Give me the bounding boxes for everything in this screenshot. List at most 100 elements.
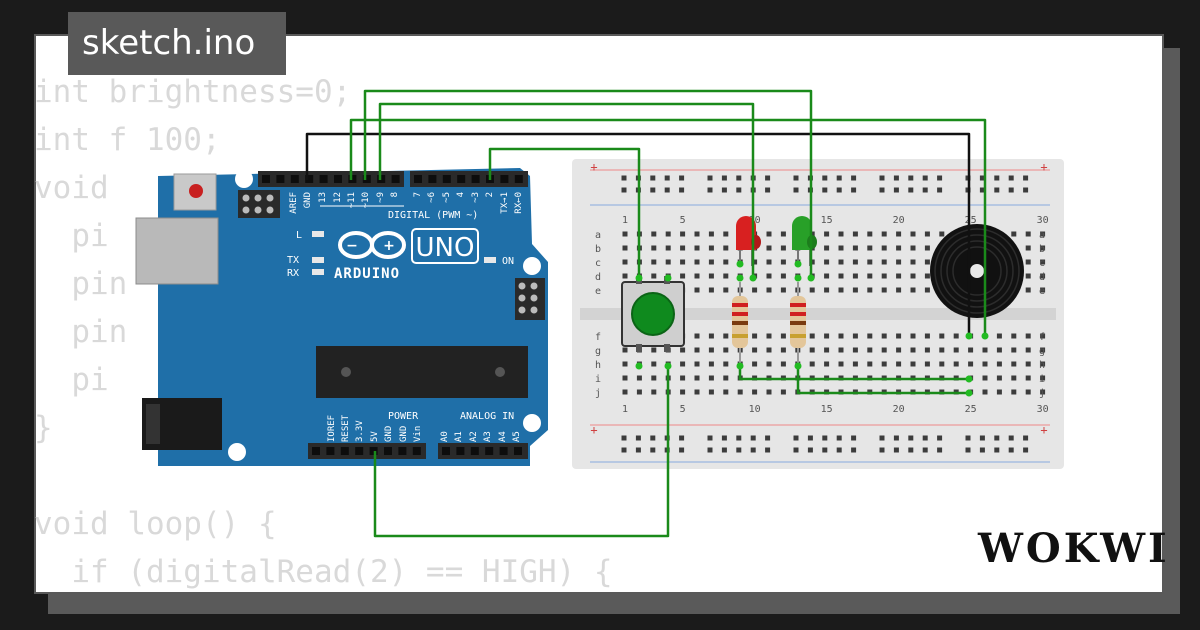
breadboard-hole: [852, 259, 858, 265]
rail-hole: [922, 175, 928, 181]
code-line: pin: [34, 266, 128, 302]
buzzer-ring: [952, 246, 1002, 296]
reset-button-cap[interactable]: [189, 184, 203, 198]
breadboard-hole: [867, 333, 873, 339]
rail-hole: [793, 175, 799, 181]
rail-hole: [836, 187, 842, 193]
breadboard-hole: [622, 245, 628, 251]
led-rx-label: RX: [287, 268, 299, 279]
wire-endpoint: [635, 362, 643, 370]
rail-hole: [908, 447, 914, 453]
wire-pin10-to-green-led[interactable]: [363, 89, 813, 278]
breadboard-hole: [881, 347, 887, 353]
breadboard-hole: [1011, 389, 1017, 395]
rail-hole: [836, 175, 842, 181]
breadboard-hole: [752, 389, 758, 395]
rail-hole: [664, 175, 670, 181]
wire-pin11-to-buzzer[interactable]: [349, 118, 987, 336]
breadboard-hole: [852, 245, 858, 251]
rail-hole: [635, 435, 641, 441]
breadboard-hole: [708, 333, 714, 339]
breadboard-hole: [1025, 259, 1031, 265]
wire-5v-to-button[interactable]: [373, 366, 670, 538]
icsp-pin: [518, 282, 526, 290]
breadboard-hole: [1040, 361, 1046, 367]
wire-pin9-to-red-led[interactable]: [378, 102, 755, 278]
breadboard-hole: [1011, 347, 1017, 353]
rail-hole: [879, 447, 885, 453]
resistor-2[interactable]: [790, 282, 806, 364]
icsp-pin: [518, 306, 526, 314]
pin-label: AREF: [289, 192, 299, 214]
breadboard-hole: [636, 389, 642, 395]
resistor-band: [732, 312, 748, 316]
sketch-filename-tab[interactable]: sketch.ino: [68, 12, 286, 75]
pin-label: 7: [413, 192, 423, 197]
breadboard-hole: [752, 333, 758, 339]
breadboard-hole: [723, 333, 729, 339]
breadboard-hole: [1040, 245, 1046, 251]
breadboard-hole: [881, 259, 887, 265]
breadboard-hole: [622, 361, 628, 367]
resistor-1[interactable]: [732, 282, 748, 364]
rail-hole: [650, 187, 656, 193]
rail-hole: [807, 447, 813, 453]
rail-hole: [836, 447, 842, 453]
pin-label: RX←0: [514, 192, 524, 214]
header-pin: [262, 175, 270, 183]
header-pin: [398, 447, 407, 455]
wire-resistor2-to-gnd[interactable]: [796, 366, 969, 395]
wire-gnd-to-buzzer[interactable]: [305, 132, 971, 336]
code-line: int brightness=0;: [34, 74, 352, 110]
breadboard-hole: [680, 245, 686, 251]
led-rx: [312, 269, 324, 275]
breadboard-hole: [896, 333, 902, 339]
rail-hole: [1008, 187, 1014, 193]
rail-hole: [1008, 447, 1014, 453]
breadboard-hole: [651, 231, 657, 237]
breadboard-hole: [1011, 361, 1017, 367]
breadboard-hole: [838, 333, 844, 339]
breadboard-hole: [852, 231, 858, 237]
breadboard-hole: [982, 375, 988, 381]
pushbutton-cap[interactable]: [631, 292, 675, 336]
board-brand: ARDUINO: [334, 266, 400, 282]
breadboard-hole: [780, 361, 786, 367]
breadboard-hole: [910, 347, 916, 353]
breadboard-hole: [982, 361, 988, 367]
header-pin: [326, 447, 335, 455]
pushbutton[interactable]: [621, 276, 685, 352]
breadboard-hole: [1011, 375, 1017, 381]
mounting-hole: [523, 414, 541, 432]
wire-resistor1-to-gnd[interactable]: [738, 366, 969, 381]
row-letter: i: [1039, 374, 1045, 385]
breadboard-hole: [651, 245, 657, 251]
pin-label: 3.3V: [355, 420, 365, 442]
wire-endpoint: [664, 274, 672, 282]
breadboard-hole: [867, 287, 873, 293]
buzzer[interactable]: [930, 224, 1024, 318]
breadboard-hole: [809, 287, 815, 293]
breadboard-hole: [780, 347, 786, 353]
breadboard-hole: [1025, 273, 1031, 279]
rail-hole: [893, 175, 899, 181]
breadboard-hole: [723, 375, 729, 381]
breadboard-hole: [1040, 347, 1046, 353]
mounting-hole: [523, 257, 541, 275]
row-letter: a: [1039, 230, 1045, 241]
wire-endpoint: [965, 332, 973, 340]
rail-hole: [937, 435, 943, 441]
rail-hole: [679, 187, 685, 193]
row-letter: g: [1039, 346, 1045, 357]
wire-pin2-to-button[interactable]: [488, 147, 641, 278]
breadboard-hole: [680, 273, 686, 279]
breadboard-hole: [896, 273, 902, 279]
breadboard-hole: [896, 361, 902, 367]
wire-endpoint: [981, 332, 989, 340]
rail-hole: [851, 447, 857, 453]
led-on: [484, 257, 496, 263]
breadboard-hole: [924, 361, 930, 367]
column-number: 1: [622, 215, 628, 226]
